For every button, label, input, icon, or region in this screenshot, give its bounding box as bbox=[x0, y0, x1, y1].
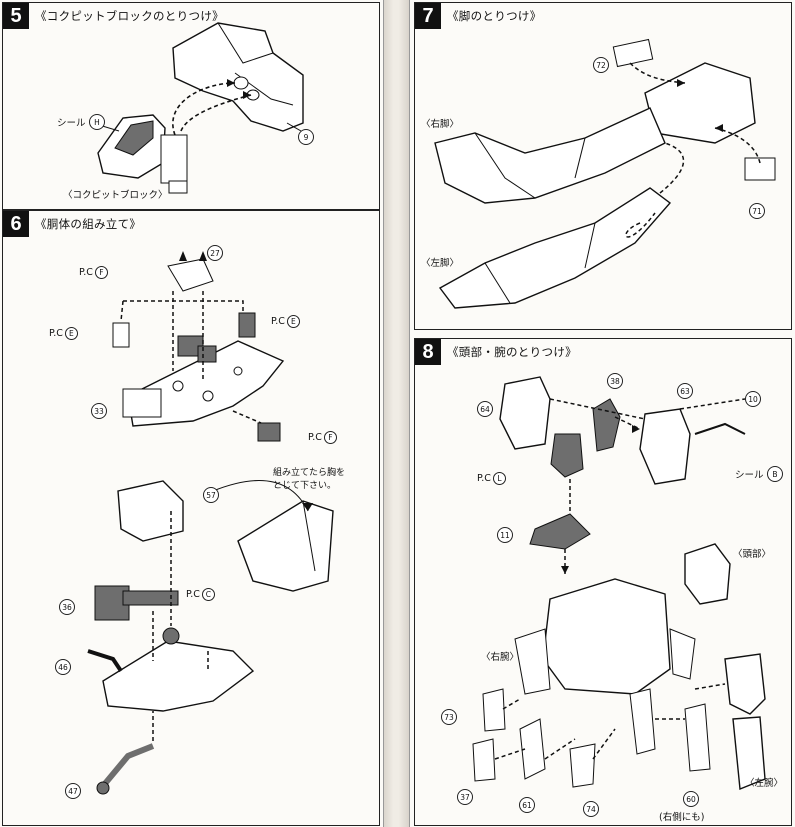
note-line-1: 組み立てたら胸を bbox=[273, 468, 346, 478]
step-5-title: 《コクピットブロックのとりつけ》 bbox=[35, 9, 224, 23]
seal-b-label: シール bbox=[735, 470, 764, 481]
part-71-callout: 71 bbox=[749, 203, 765, 219]
left-leg-label: 〈左脚〉 bbox=[421, 258, 460, 269]
right-side-too-label: (右側にも) bbox=[659, 812, 705, 823]
step-8-header: 8 《頭部・腕のとりつけ》 bbox=[415, 339, 577, 365]
part-37-callout: 37 bbox=[457, 789, 473, 805]
part-61-callout: 61 bbox=[519, 797, 535, 813]
left-page: 5 《コクピットブロックのとりつけ》 シール H 9 〈コクピットブロック bbox=[0, 0, 384, 827]
step-7-header: 7 《脚のとりつけ》 bbox=[415, 3, 542, 29]
right-arm-label: 〈右腕〉 bbox=[481, 652, 520, 663]
part-33-callout: 33 bbox=[91, 403, 107, 419]
part-11-callout: 11 bbox=[497, 527, 513, 543]
step-7-title: 《脚のとりつけ》 bbox=[447, 9, 542, 23]
step-8-number: 8 bbox=[415, 339, 441, 365]
head-label: 〈頭部〉 bbox=[733, 549, 772, 560]
part-60-callout: 60 bbox=[683, 791, 699, 807]
part-72-callout: 72 bbox=[593, 57, 609, 73]
close-chest-note: 組み立てたら胸を とじて下さい。 bbox=[273, 467, 345, 493]
step-6-number: 6 bbox=[3, 211, 29, 237]
step-7-number: 7 bbox=[415, 3, 441, 29]
seal-h-label: シール bbox=[57, 118, 86, 129]
right-leg-label: 〈右脚〉 bbox=[421, 119, 460, 130]
part-46-callout: 46 bbox=[55, 659, 71, 675]
step-6-header: 6 《胴体の組み立て》 bbox=[3, 211, 141, 237]
step-8-title: 《頭部・腕のとりつけ》 bbox=[447, 345, 577, 359]
part-10-callout: 10 bbox=[745, 391, 761, 407]
step-6-title: 《胴体の組み立て》 bbox=[35, 217, 142, 231]
part-64-callout: 64 bbox=[477, 401, 493, 417]
part-73-callout: 73 bbox=[441, 709, 457, 725]
step-8-section: 8 《頭部・腕のとりつけ》 bbox=[414, 338, 792, 826]
cockpit-block-label: 〈コクピットブロック〉 bbox=[63, 190, 168, 201]
step-7-section: 7 《脚のとりつけ》 72 〈右脚〉 71 〈左脚〉 bbox=[414, 2, 792, 330]
part-63-callout: 63 bbox=[677, 383, 693, 399]
step-5-illustration bbox=[97, 22, 304, 194]
part-57-callout: 57 bbox=[203, 487, 219, 503]
part-27-callout: 27 bbox=[207, 245, 223, 261]
part-36-callout: 36 bbox=[59, 599, 75, 615]
right-page: 7 《脚のとりつけ》 72 〈右脚〉 71 〈左脚〉 bbox=[409, 0, 795, 827]
left-arm-label: 〈左腕〉 bbox=[745, 778, 784, 789]
seal-h-code: H bbox=[89, 114, 105, 130]
note-line-2: とじて下さい。 bbox=[273, 481, 337, 491]
step-6-illustration bbox=[87, 251, 334, 795]
seal-b-code: B bbox=[767, 466, 783, 482]
step-6-section: 6 《胴体の組み立て》 bbox=[2, 210, 380, 826]
part-47-callout: 47 bbox=[65, 783, 81, 799]
step-5-number: 5 bbox=[3, 3, 29, 29]
binding-gutter bbox=[383, 0, 409, 827]
part-38-callout: 38 bbox=[607, 373, 623, 389]
step-5-section: 5 《コクピットブロックのとりつけ》 シール H 9 〈コクピットブロック bbox=[2, 2, 380, 210]
part-9-callout: 9 bbox=[298, 129, 314, 145]
step-7-illustration bbox=[434, 38, 776, 309]
step-5-header: 5 《コクピットブロックのとりつけ》 bbox=[3, 3, 224, 29]
part-74-callout: 74 bbox=[583, 801, 599, 817]
step-8-illustration bbox=[472, 376, 766, 790]
